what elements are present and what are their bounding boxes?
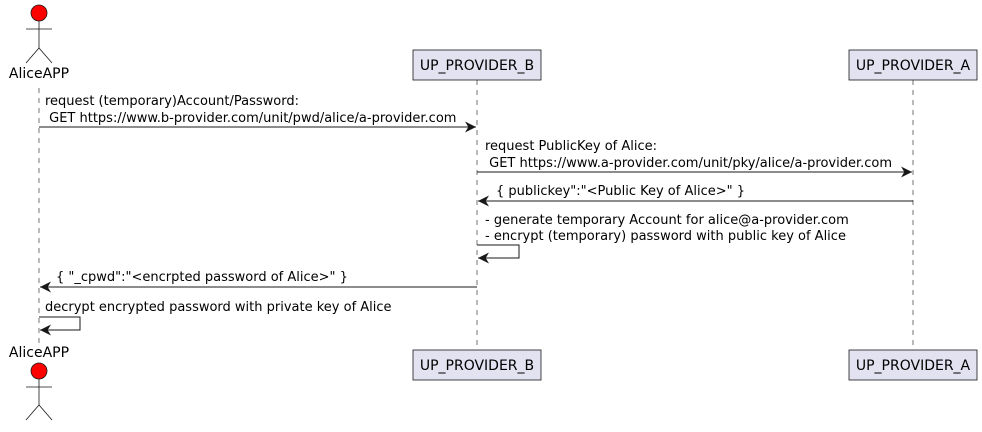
message-2-label-line-2: GET https://www.a-provider.com/unit/pky/…	[485, 156, 892, 171]
message-6-self-arrow	[39, 316, 81, 336]
participant-box	[848, 49, 978, 81]
participant-label-up-provider-b-top: UP_PROVIDER_B	[420, 58, 534, 74]
message-2-label-line-1: request PublicKey of Alice:	[485, 139, 657, 154]
message-6: decrypt encrypted password with private …	[39, 300, 392, 336]
actor-legs	[25, 404, 53, 421]
participant-box	[412, 49, 542, 81]
actor-head	[30, 4, 48, 22]
actor-aliceapp-top: AliceAPP	[9, 4, 69, 82]
message-5-label-line-1: { "_cpwd":"<encrpted password of Alice>"…	[56, 270, 348, 285]
message-1: request (temporary)Account/Password: GET…	[39, 94, 476, 133]
message-4-label-line-2: - encrypt (temporary) password with publ…	[485, 229, 846, 244]
participant-label-up-provider-a-top: UP_PROVIDER_A	[856, 58, 971, 74]
participant-up-provider-b-bottom: UP_PROVIDER_B	[412, 349, 542, 381]
message-4: - generate temporary Account for alice@a…	[477, 213, 849, 264]
actor-aliceapp-bottom: AliceAPP	[9, 345, 69, 421]
message-4-self-arrow	[477, 244, 520, 264]
participant-box	[412, 349, 542, 381]
actor-label-aliceapp-bottom: AliceAPP	[9, 345, 69, 361]
actor-legs	[25, 47, 53, 64]
actor-label-aliceapp-top: AliceAPP	[9, 66, 69, 82]
participant-up-provider-a-bottom: UP_PROVIDER_A	[848, 349, 978, 381]
message-1-label-line-1: request (temporary)Account/Password:	[45, 94, 299, 109]
message-3-label-line-1: { publickey":"<Public Key of Alice>" }	[496, 184, 745, 199]
participant-up-provider-b-top: UP_PROVIDER_B	[412, 49, 542, 81]
participant-label-up-provider-b-bottom: UP_PROVIDER_B	[420, 358, 534, 374]
message-6-label-line-1: decrypt encrypted password with private …	[45, 300, 392, 315]
message-4-label-line-1: - generate temporary Account for alice@a…	[485, 213, 849, 228]
actor-head	[30, 362, 48, 380]
message-3: { publickey":"<Public Key of Alice>" }	[478, 184, 913, 207]
message-2: request PublicKey of Alice: GET https://…	[477, 139, 912, 178]
participant-label-up-provider-a-bottom: UP_PROVIDER_A	[856, 358, 971, 374]
message-1-label-line-2: GET https://www.b-provider.com/unit/pwd/…	[45, 111, 456, 126]
participant-box	[848, 349, 978, 381]
message-5: { "_cpwd":"<encrpted password of Alice>"…	[40, 270, 477, 293]
participant-up-provider-a-top: UP_PROVIDER_A	[848, 49, 978, 81]
